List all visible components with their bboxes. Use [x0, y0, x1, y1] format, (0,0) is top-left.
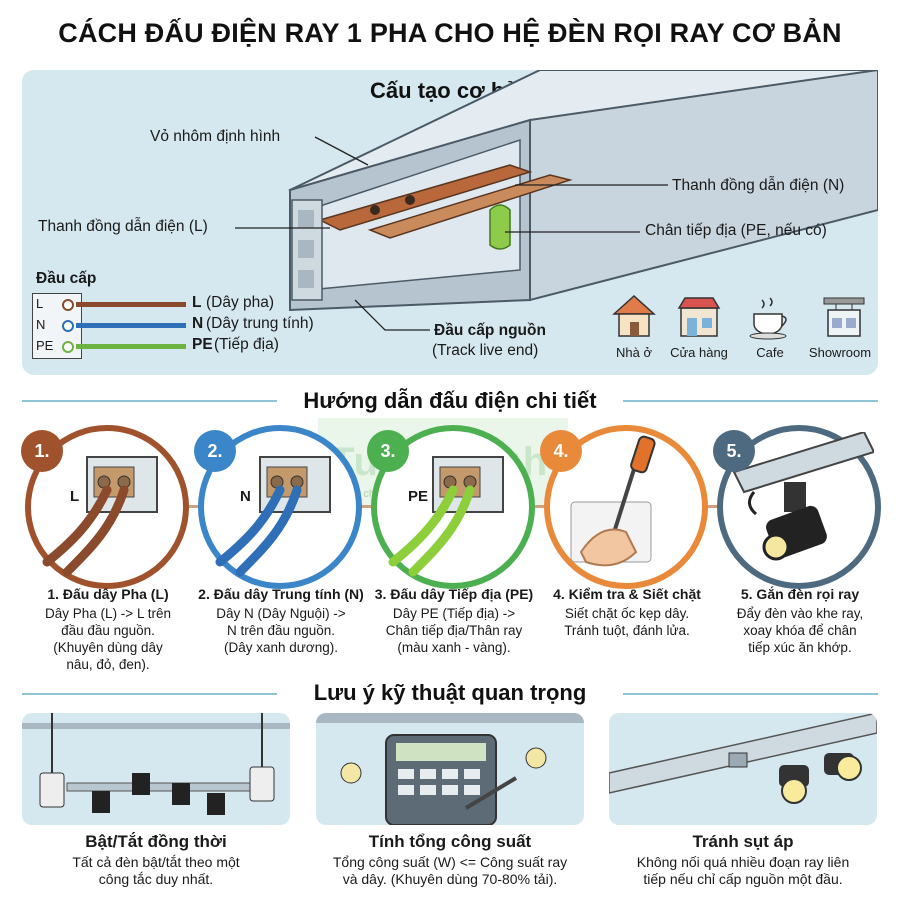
- note-card-1: [22, 713, 290, 825]
- note-description: Tất cả đèn bật/tắt theo một công tắc duy…: [72, 854, 240, 887]
- showroom-icon: [823, 297, 865, 337]
- terminal-screw-icon: [62, 341, 74, 353]
- step-number-badge: 1.: [21, 430, 63, 472]
- step-illustration: [388, 456, 504, 577]
- step-number-badge: 5.: [713, 430, 755, 472]
- step-description: Đẩy đèn vào khe ray, xoay khóa để chân t…: [736, 606, 864, 655]
- step-wire-tag: PE: [408, 488, 429, 505]
- step-illustration: [42, 456, 158, 577]
- step-illustration: [570, 435, 656, 567]
- note-illustration: [316, 713, 584, 825]
- step-title: 2. Đấu dây Trung tính (N): [198, 586, 364, 602]
- divider-right: [623, 400, 878, 402]
- wire-pe: [76, 344, 186, 349]
- application-label: Nhà ở: [616, 345, 652, 360]
- label-live-end: Đầu cấp nguồn: [434, 322, 546, 339]
- step-number-badge: 4.: [540, 430, 582, 472]
- cafe-icon: [749, 297, 787, 340]
- note-illustration: [22, 713, 290, 815]
- guide-heading: Hướng dẫn đấu điện chi tiết: [303, 388, 597, 413]
- shop-icon: [677, 297, 721, 337]
- application-label: Cửa hàng: [670, 345, 728, 360]
- note-card-3: [609, 713, 877, 825]
- note-description: Tổng công suất (W) <= Công suất ray và d…: [332, 854, 568, 887]
- wire-n: [76, 323, 186, 328]
- step-title: 5. Gắn đèn rọi ray: [740, 586, 860, 602]
- step-title: 4. Kiểm tra & Siết chặt: [553, 586, 701, 602]
- step-title: 1. Đấu dây Pha (L): [47, 586, 169, 602]
- step-wire-tag: L: [70, 488, 80, 505]
- terminal-code: N: [192, 315, 204, 332]
- house-icon: [612, 294, 656, 337]
- step-description: Dây Pha (L) -> L trên đầu đầu nguồn. (Kh…: [45, 606, 171, 672]
- terminal-pin-l: L: [36, 296, 44, 311]
- application-label: Cafe: [756, 345, 784, 360]
- step-number-badge: 3.: [367, 430, 409, 472]
- step-illustration: [732, 432, 874, 561]
- step-illustration: [215, 456, 331, 577]
- notes-heading: Lưu ý kỹ thuật quan trọng: [313, 680, 587, 705]
- label-housing: Vỏ nhôm định hình: [150, 128, 281, 145]
- wire-l: [76, 302, 186, 307]
- terminal-code: PE: [192, 336, 213, 353]
- note-description: Không nối quá nhiều đoạn ray liên tiếp n…: [636, 854, 850, 887]
- terminal-screw-icon: [62, 299, 74, 311]
- page-title: CÁCH ĐẤU ĐIỆN RAY 1 PHA CHO HỆ ĐÈN RỌI R…: [58, 18, 842, 48]
- terminal-code: L: [192, 294, 202, 311]
- terminal-pin-n: N: [36, 317, 46, 332]
- step-description: Dây PE (Tiếp địa) -> Chân tiếp địa/Thân …: [385, 606, 523, 655]
- note-title: Tính tổng công suất: [368, 832, 532, 851]
- divider-notes-left: [22, 693, 277, 695]
- terminal-desc: (Dây trung tính): [206, 315, 314, 332]
- step-description: Dây N (Dây Nguội) -> N trên đầu nguồn. (…: [216, 606, 346, 655]
- leader-lines: [235, 136, 668, 331]
- note-illustration: [609, 713, 877, 804]
- track-rail-illustration: [288, 70, 878, 312]
- divider-left: [22, 400, 277, 402]
- terminal-desc: (Dây pha): [206, 294, 275, 311]
- label-ground: Chân tiếp địa (PE, nếu có): [645, 222, 827, 239]
- step-title: 3. Đấu dây Tiếp địa (PE): [374, 586, 534, 602]
- terminal-screw-icon: [62, 320, 74, 332]
- step-wire-tag: N: [240, 488, 251, 505]
- label-copper-l: Thanh đồng dẫn điện (L): [38, 218, 208, 235]
- label-live-end-en: (Track live end): [432, 342, 539, 359]
- step-description: Siết chặt ốc kẹp dây. Tránh tuột, đánh l…: [564, 606, 690, 638]
- application-label: Showroom: [808, 345, 872, 360]
- step-number-badge: 2.: [194, 430, 236, 472]
- note-title: Tránh sụt áp: [692, 832, 794, 851]
- terminal-desc: (Tiếp địa): [214, 336, 279, 353]
- divider-notes-right: [623, 693, 878, 695]
- terminal-heading: Đầu cấp: [36, 270, 97, 287]
- note-title: Bật/Tắt đồng thời: [85, 832, 227, 851]
- label-copper-n: Thanh đồng dẫn điện (N): [672, 177, 845, 194]
- terminal-pin-pe: PE: [36, 338, 54, 353]
- note-card-2: [316, 713, 584, 825]
